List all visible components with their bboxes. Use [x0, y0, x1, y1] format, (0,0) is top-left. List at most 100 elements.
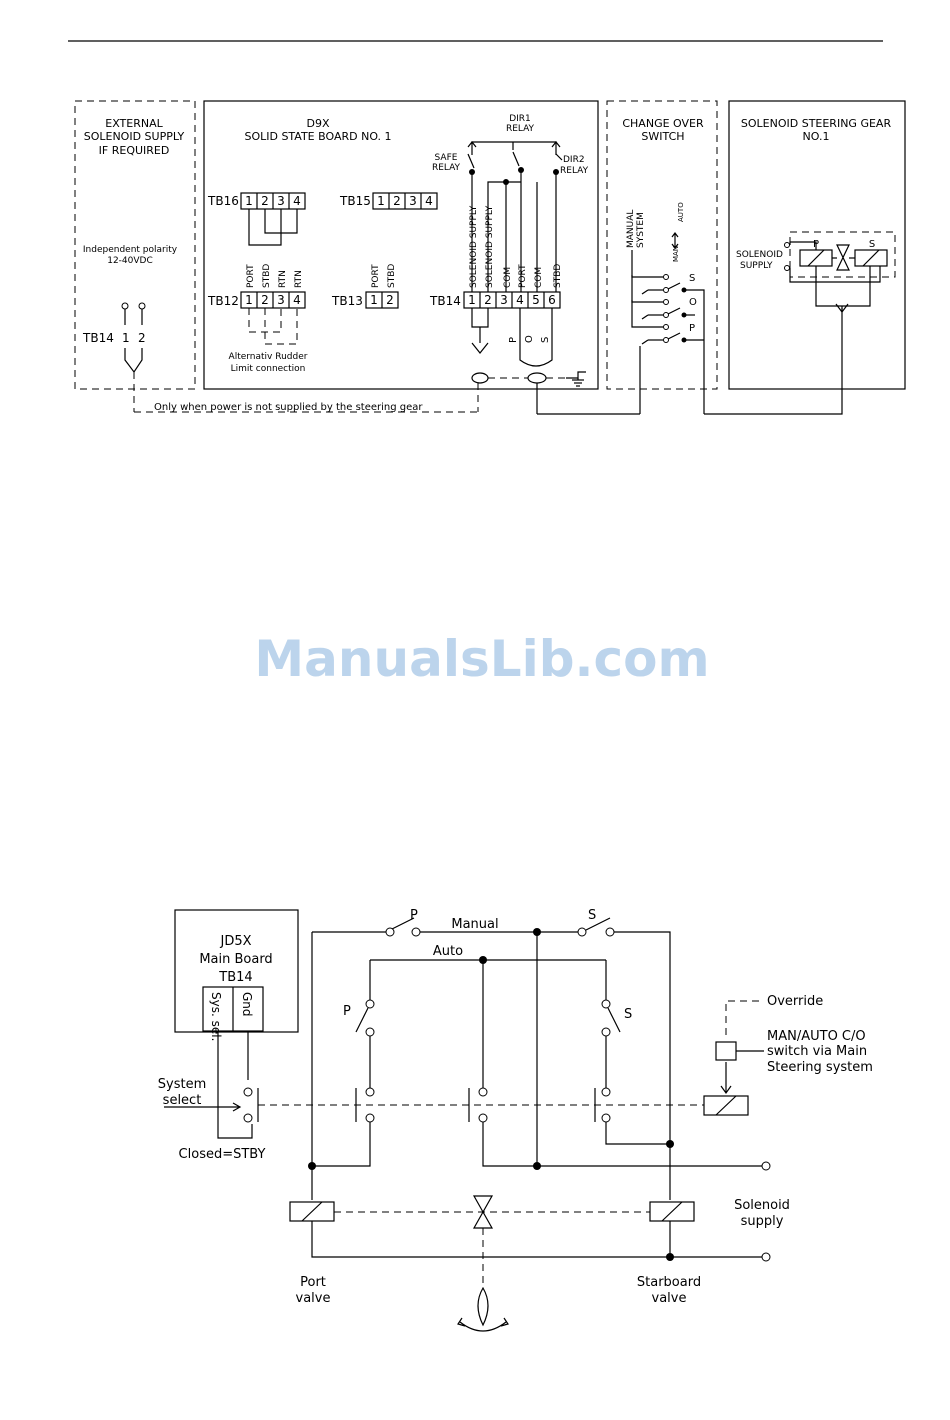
safe-relay-label-2: RELAY: [432, 163, 461, 173]
hydraulic-valve-icon: [457, 1195, 509, 1332]
ext-title-3: IF REQUIRED: [99, 144, 170, 157]
dir2-relay-label-1: DIR2: [563, 155, 585, 165]
tb12-label-port: PORT: [246, 264, 256, 288]
tb16-terminals: 1 2 3 4: [240, 192, 306, 210]
tb15-t4: 4: [425, 194, 433, 208]
co-o-label: O: [689, 297, 697, 308]
tb14-label-sol-supply-2: SOLENOID SUPPLY: [485, 205, 495, 288]
tb13-label: TB13: [331, 294, 363, 308]
tb15-t3: 3: [409, 194, 417, 208]
tb14-label-stbd: STBD: [553, 264, 563, 288]
tb16-t4: 4: [293, 194, 301, 208]
tb13-terminals: 1 2: [365, 291, 399, 309]
d9x-title-1: D9X: [306, 117, 329, 130]
co-label-3: Steering system: [767, 1060, 873, 1075]
solenoid-supply-label-1: Solenoid: [734, 1198, 790, 1213]
sys-sel-terminal: Sys. sel.: [209, 992, 223, 1041]
co-title-1: CHANGE OVER: [622, 117, 704, 130]
system-select-label-2: select: [163, 1093, 202, 1108]
manual-s-label: S: [588, 908, 596, 923]
tb12-t2: 2: [261, 293, 269, 307]
tb13-label-stbd: STBD: [387, 264, 397, 288]
tb14-pos-p: P: [508, 337, 519, 343]
power-note: Only when power is not supplied by the s…: [154, 402, 423, 413]
external-supply-box: EXTERNAL SOLENOID SUPPLY IF REQUIRED Ind…: [74, 100, 196, 412]
ext-polarity-2: 12-40VDC: [107, 256, 153, 266]
tb12-t3: 3: [277, 293, 285, 307]
co-p-label: P: [689, 323, 695, 334]
d9x-title-2: SOLID STATE BOARD NO. 1: [244, 130, 391, 143]
dir2-relay-label-2: RELAY: [560, 166, 589, 176]
closed-stby-label: Closed=STBY: [179, 1147, 266, 1162]
tb14-t6: 6: [548, 293, 556, 307]
tb14-label-sol-supply-1: SOLENOID SUPPLY: [469, 205, 479, 288]
ext-tb14-label: TB14: [82, 331, 114, 345]
dir1-label-2: RELAY: [506, 124, 535, 134]
watermark: ManualsLib.com: [254, 630, 709, 688]
sg-solenoid-label: SOLENOID: [736, 250, 783, 260]
starboard-valve-label-1: Starboard: [637, 1275, 701, 1290]
manual-p-label: P: [410, 908, 418, 923]
sg-valve-s-label: S: [869, 239, 875, 250]
gnd-terminal: Gnd: [240, 992, 254, 1017]
tb14-t4: 4: [516, 293, 524, 307]
co-label-1: MAN/AUTO C/O: [767, 1029, 866, 1044]
sg-title-1: SOLENOID STEERING GEAR: [741, 117, 892, 130]
co-contacts: [631, 250, 705, 414]
alt-rudder-label-2: Limit connection: [231, 364, 306, 374]
ext-polarity-1: Independent polarity: [83, 245, 178, 255]
auto-p-label: P: [343, 1004, 351, 1019]
tb12-t4: 4: [293, 293, 301, 307]
system-select-label-1: System: [158, 1077, 206, 1092]
jd5x-title-3: TB14: [218, 970, 252, 985]
tb15-t2: 2: [393, 194, 401, 208]
port-valve-label-1: Port: [300, 1275, 326, 1290]
tb14-t1: 1: [468, 293, 476, 307]
tb12-terminals: 1 2 3 4: [240, 291, 306, 309]
tb16-t1: 1: [245, 194, 253, 208]
auto-label: Auto: [433, 944, 463, 959]
tb16-t3: 3: [277, 194, 285, 208]
tb14-t3: 3: [500, 293, 508, 307]
tb14-t5: 5: [532, 293, 540, 307]
tb14-pos-s: S: [540, 337, 551, 343]
co-s-label: S: [689, 273, 695, 284]
co-man-label: MAN: [672, 246, 680, 262]
tb12-label-stbd: STBD: [262, 264, 272, 288]
solenoid-supply-label-2: supply: [741, 1214, 784, 1229]
d9x-board: D9X SOLID STATE BOARD NO. 1 DIR1 RELAY S…: [203, 100, 599, 414]
sg-title-2: NO.1: [803, 130, 830, 143]
auto-s-label: S: [624, 1007, 632, 1022]
tb14-pos-o: O: [524, 335, 535, 343]
tb15-terminals: 1 2 3 4: [372, 192, 438, 210]
starboard-valve-coil: [649, 1201, 695, 1222]
top-wiring-diagram: EXTERNAL SOLENOID SUPPLY IF REQUIRED Ind…: [74, 100, 906, 415]
tb14-terminals: 1 2 3 4 5 6: [463, 291, 561, 309]
starboard-valve-label-2: valve: [652, 1291, 687, 1306]
tb14-label-port: PORT: [518, 264, 528, 288]
safe-relay-label-1: SAFE: [435, 153, 458, 163]
tb12-t1: 1: [245, 293, 253, 307]
sg-valve-s: S: [854, 239, 888, 267]
change-over-switch-box: CHANGE OVER SWITCH MANUAL SYSTEM MAN AUT…: [606, 100, 718, 414]
co-title-2: SWITCH: [641, 130, 684, 143]
co-manual-label: MANUAL: [626, 210, 636, 248]
tb15-t1: 1: [377, 194, 385, 208]
tb14-label-com-1: COM: [503, 267, 513, 288]
co-label-2: switch via Main: [767, 1044, 867, 1059]
port-valve-coil: [289, 1201, 335, 1222]
bottom-schematic: JD5X Main Board TB14 Sys. sel. Gnd Syste…: [158, 908, 873, 1332]
co-system-label: SYSTEM: [636, 212, 646, 248]
tb16-t2: 2: [261, 194, 269, 208]
solenoid-steering-gear-box: SOLENOID STEERING GEAR NO.1 SOLENOID SUP…: [728, 100, 906, 390]
jd5x-main-board: JD5X Main Board TB14 Sys. sel. Gnd: [174, 909, 299, 1041]
tb12-label: TB12: [207, 294, 239, 308]
ext-term-2: 2: [138, 331, 146, 345]
tb14-t2: 2: [484, 293, 492, 307]
tb14-wire-labels: SOLENOID SUPPLY SOLENOID SUPPLY COM PORT…: [469, 205, 563, 288]
tb15-label: TB15: [339, 194, 371, 208]
tb12-label-rtn-1: RTN: [278, 270, 288, 288]
tb14-label-com-2: COM: [534, 267, 544, 288]
tb13-t1: 1: [370, 293, 378, 307]
